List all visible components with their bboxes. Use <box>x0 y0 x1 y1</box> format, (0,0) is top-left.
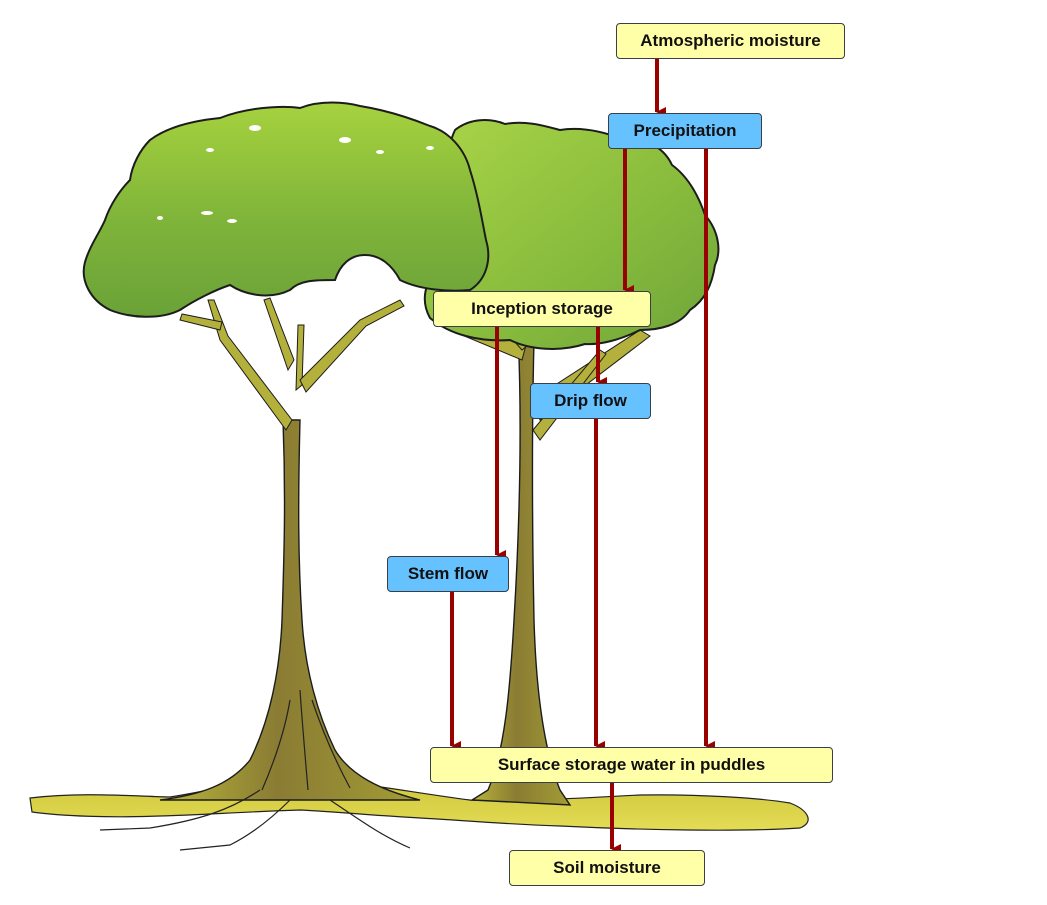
node-label: Soil moisture <box>553 858 661 877</box>
ground-icon <box>29 779 809 831</box>
node-soil-moisture: Soil moisture <box>509 850 705 886</box>
node-label: Atmospheric moisture <box>640 31 821 50</box>
node-label: Inception storage <box>471 299 613 318</box>
node-surface-storage: Surface storage water in puddles <box>430 747 833 783</box>
node-label: Surface storage water in puddles <box>497 755 766 774</box>
left-tree-icon <box>82 101 490 851</box>
node-precipitation: Precipitation <box>608 113 762 149</box>
node-drip-flow: Drip flow <box>530 383 651 419</box>
node-label: Stem flow <box>407 564 489 583</box>
node-label: Precipitation <box>633 121 737 140</box>
node-label: Drip flow <box>554 391 627 410</box>
node-stem-flow: Stem flow <box>387 556 509 592</box>
node-atmospheric-moisture: Atmospheric moisture <box>616 23 845 59</box>
node-inception-storage: Inception storage <box>433 291 651 327</box>
